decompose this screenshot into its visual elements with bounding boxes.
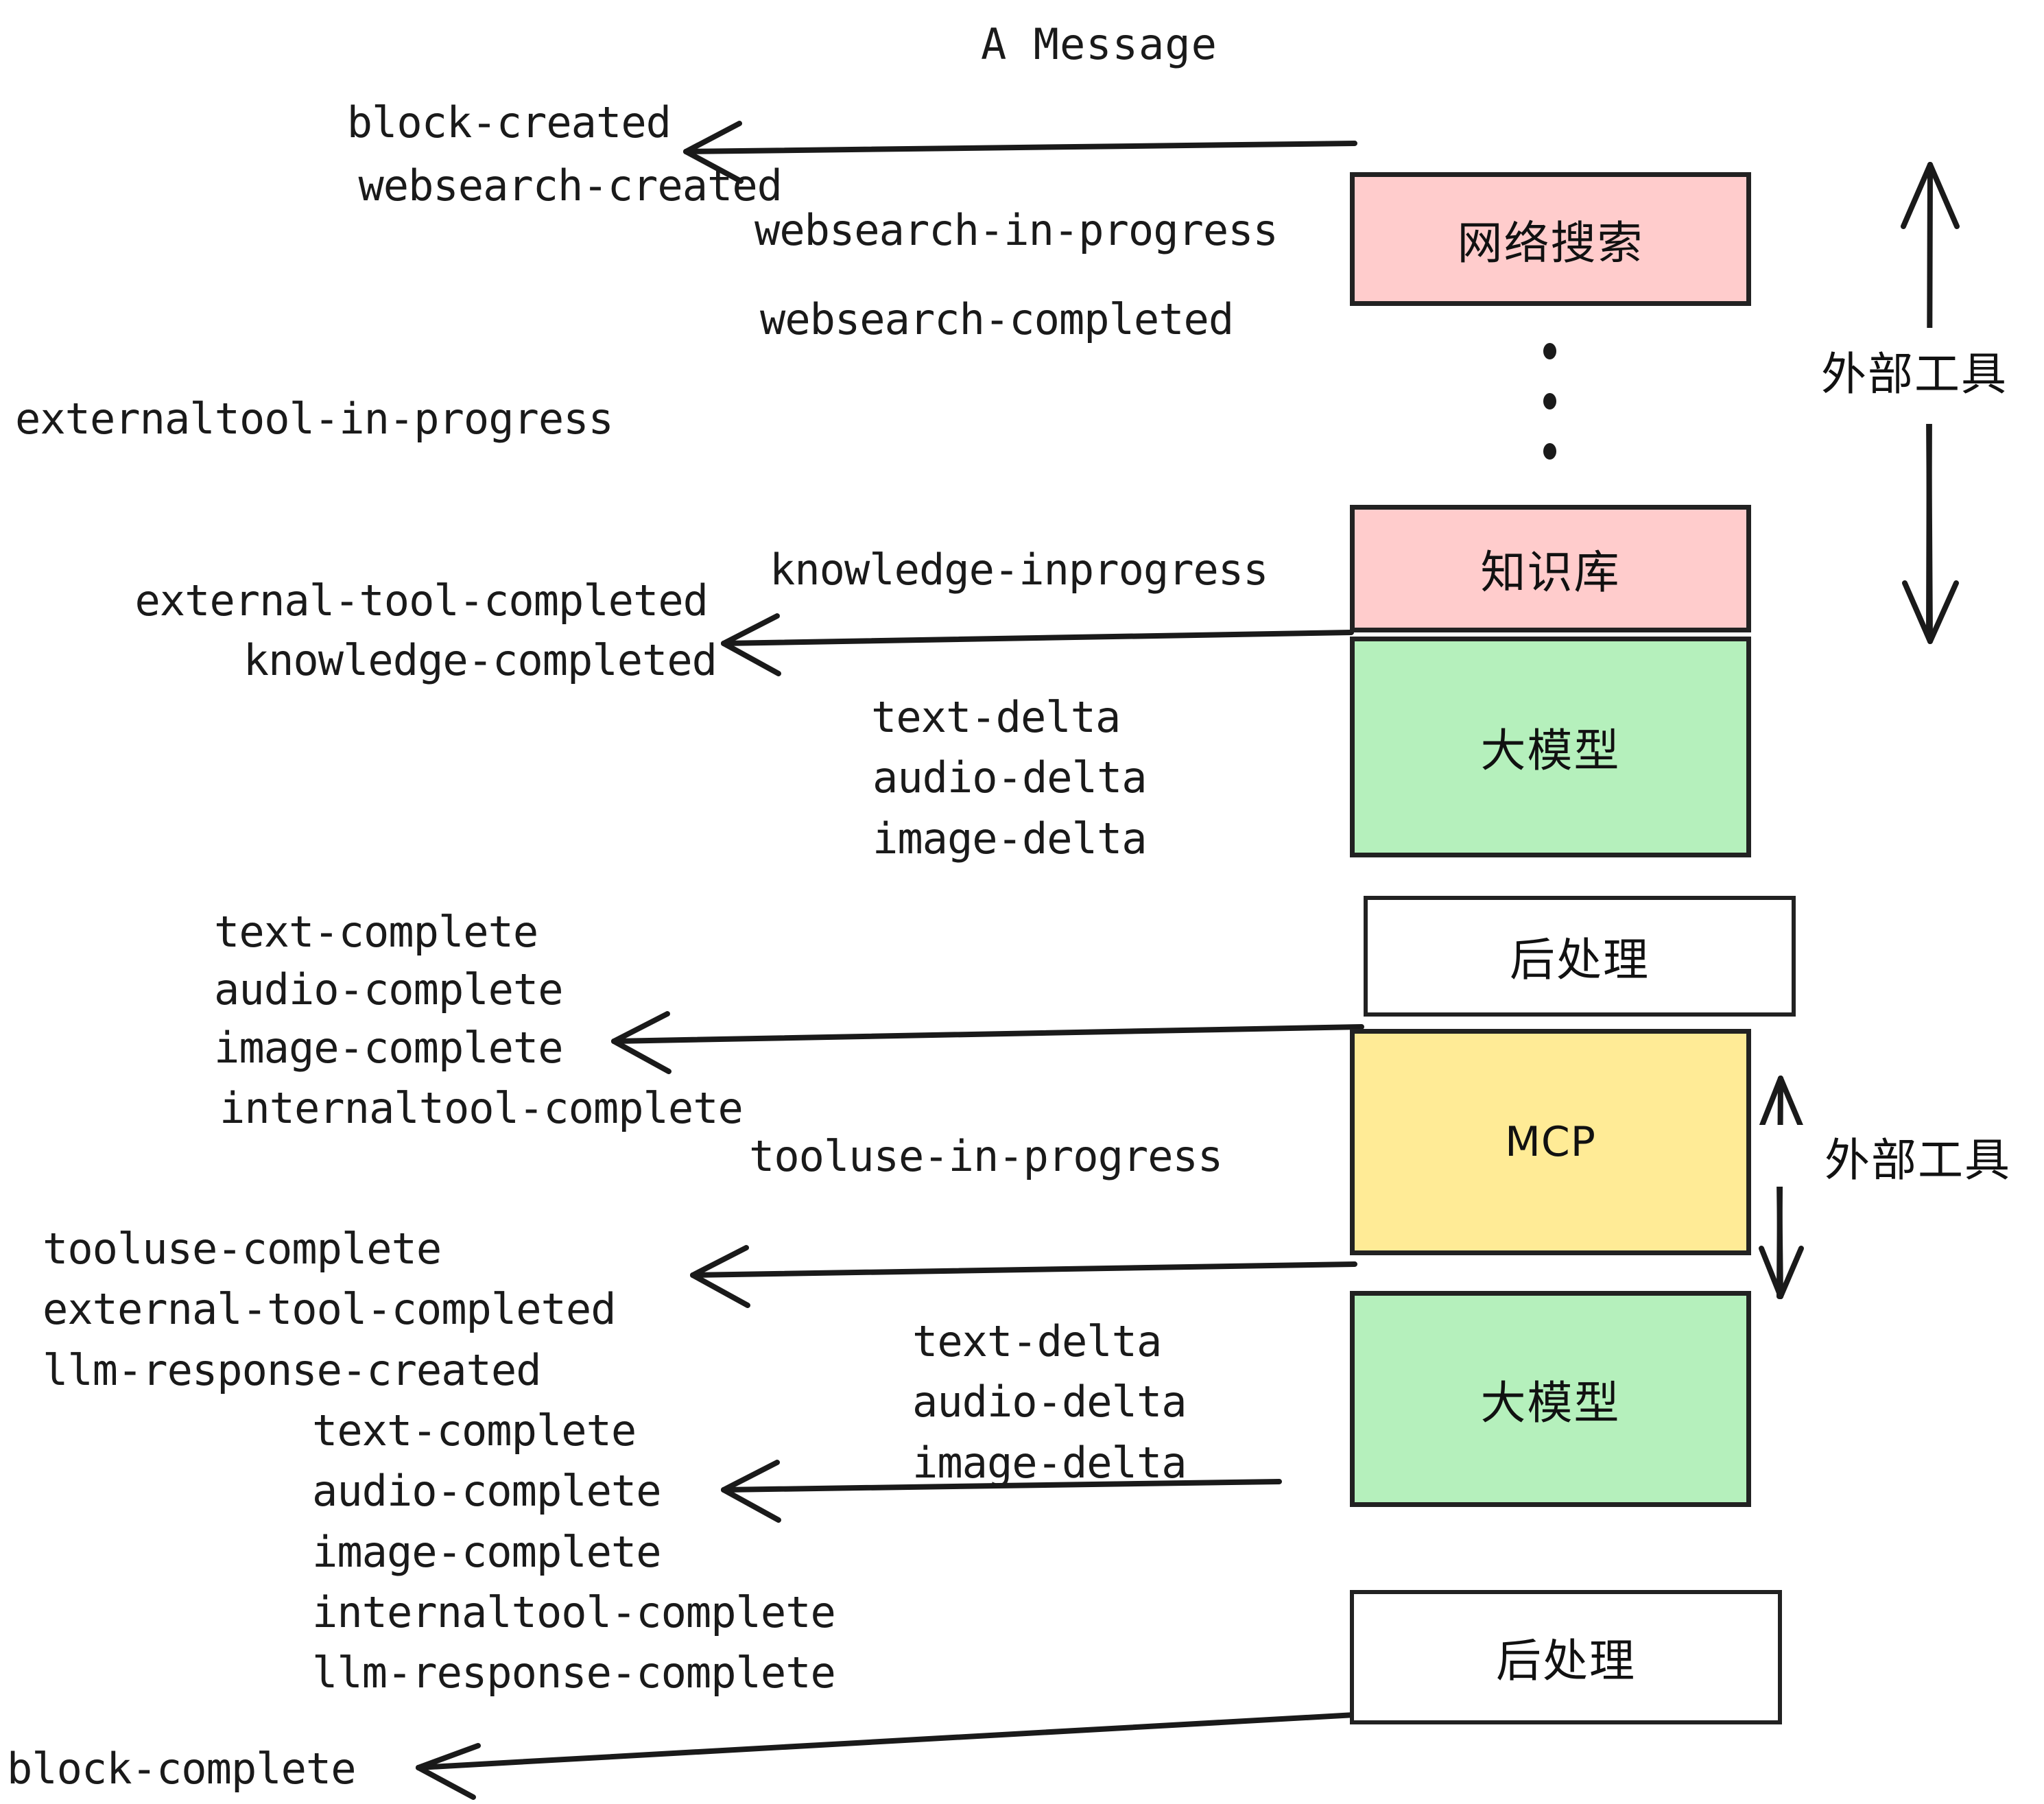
box-knowledge[interactable]: 知识库 <box>1350 505 1751 632</box>
bracket-label-gap-bottom <box>1749 1125 1825 1187</box>
vertical-ellipsis <box>1541 343 1558 460</box>
box-llm-bottom-label: 大模型 <box>1480 1376 1621 1429</box>
event-audio-complete-1: audio-complete <box>214 964 564 1014</box>
event-text-complete-2: text-complete <box>312 1405 637 1456</box>
external-tool-label-top: 外部工具 <box>1821 348 2008 401</box>
box-mcp[interactable]: MCP <box>1350 1029 1751 1255</box>
event-knowledge-completed: knowledge-completed <box>243 635 717 685</box>
ellipsis-dot <box>1543 393 1556 410</box>
event-text-complete-1: text-complete <box>214 907 538 957</box>
ellipsis-dot <box>1543 343 1556 359</box>
arrow-mcp-to-tooluse-complete <box>690 1261 1357 1278</box>
box-llm-top[interactable]: 大模型 <box>1350 637 1751 857</box>
event-externaltool-in-progress: externaltool-in-progress <box>15 394 614 444</box>
external-tool-label-bottom: 外部工具 <box>1825 1134 2011 1187</box>
arrow-knowledge-to-completed <box>721 630 1354 646</box>
box-postprocess-bottom-label: 后处理 <box>1496 1635 1636 1687</box>
box-postprocess-bottom[interactable]: 后处理 <box>1350 1590 1782 1724</box>
box-llm-bottom[interactable]: 大模型 <box>1350 1291 1751 1507</box>
event-image-complete-1: image-complete <box>214 1023 564 1073</box>
arrow-post-to-image-complete <box>611 1024 1364 1044</box>
event-block-complete: block-complete <box>7 1744 357 1794</box>
event-tooluse-in-progress: tooluse-in-progress <box>749 1131 1223 1181</box>
arrow-external-tool-up-bottom <box>1776 1076 1783 1299</box>
event-image-complete-2: image-complete <box>312 1527 662 1577</box>
event-llm-response-created: llm-response-created <box>43 1345 542 1395</box>
arrow-post-to-block-complete <box>416 1712 1357 1770</box>
event-internaltool-complete-2: internaltool-complete <box>312 1587 836 1637</box>
event-block-created: block-created <box>346 97 672 147</box>
event-websearch-in-progress: websearch-in-progress <box>754 205 1279 255</box>
box-knowledge-label: 知识库 <box>1480 546 1621 599</box>
event-tooluse-complete: tooluse-complete <box>43 1224 442 1274</box>
event-audio-delta-1: audio-delta <box>872 752 1148 803</box>
event-audio-complete-2: audio-complete <box>312 1466 662 1516</box>
event-websearch-completed: websearch-completed <box>760 294 1234 344</box>
ellipsis-dot <box>1543 443 1556 460</box>
event-external-tool-completed-2: external-tool-completed <box>43 1284 617 1334</box>
box-llm-top-label: 大模型 <box>1480 724 1621 777</box>
box-mcp-label: MCP <box>1505 1118 1596 1166</box>
box-websearch-label: 网络搜索 <box>1457 216 1644 270</box>
event-websearch-created: websearch-created <box>358 161 783 211</box>
event-audio-delta-2: audio-delta <box>912 1377 1187 1427</box>
event-llm-response-complete: llm-response-complete <box>312 1648 836 1698</box>
box-websearch[interactable]: 网络搜索 <box>1350 172 1751 306</box>
box-postprocess-top[interactable]: 后处理 <box>1364 896 1796 1017</box>
arrow-websearch-to-created <box>683 141 1357 154</box>
diagram-title: A Message <box>981 19 1217 69</box>
event-internaltool-complete-1: internaltool-complete <box>219 1083 744 1133</box>
box-postprocess-top-label: 后处理 <box>1510 934 1650 986</box>
event-text-delta-2: text-delta <box>912 1316 1162 1366</box>
event-external-tool-completed-1: external-tool-completed <box>134 575 709 626</box>
arrow-external-tool-down-top <box>1926 409 1933 644</box>
event-image-delta-1: image-delta <box>872 814 1148 864</box>
event-image-delta-2: image-delta <box>912 1438 1187 1488</box>
event-knowledge-inprogress: knowledge-inprogress <box>770 545 1269 595</box>
event-text-delta-1: text-delta <box>871 692 1121 742</box>
arrow-external-tool-down-bottom <box>1776 1176 1783 1299</box>
